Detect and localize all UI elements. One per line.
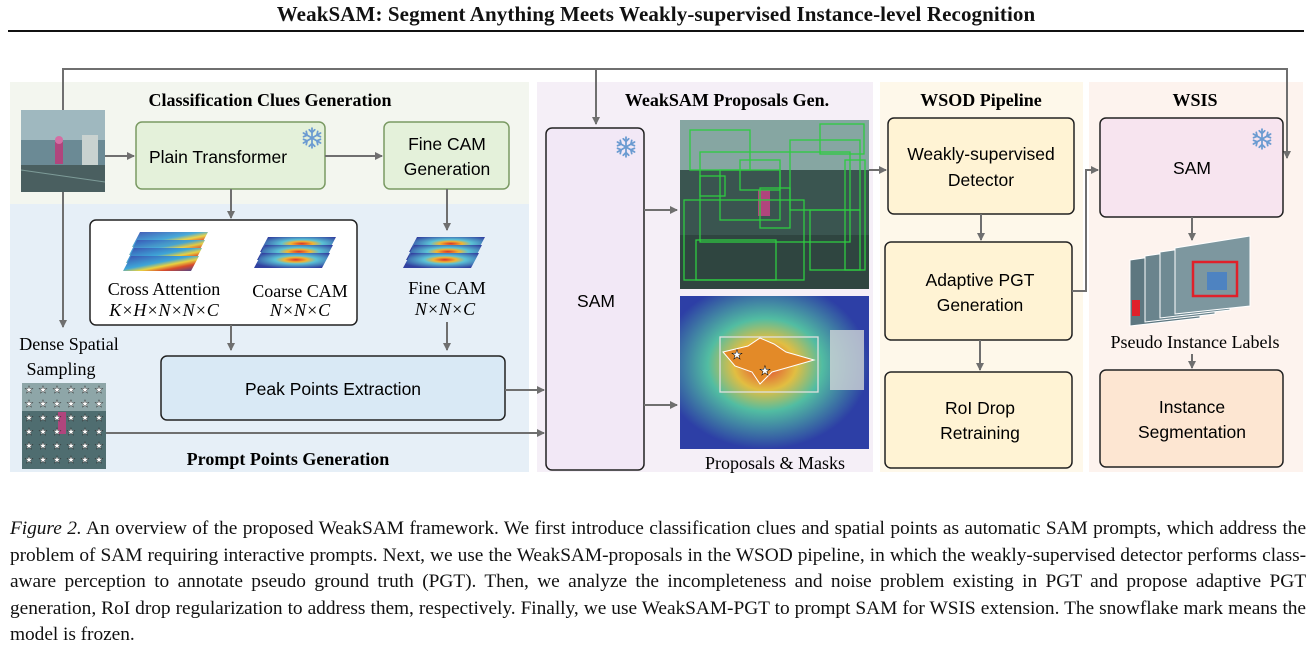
svg-text:Pseudo Instance Labels: Pseudo Instance Labels bbox=[1111, 332, 1280, 352]
proposals-image bbox=[680, 120, 869, 289]
dense-sampling-image: ★ ★ ★ ★ ★ ★ ★ ★ ★ ★ ★ ★ ★ ★ ★ ★ ★ ★ ★ ★ ★ ★ ★ ★ ★ ★ ★ ★ ★ ★ ★ ★ ★ ★ ★ ★ bbox=[22, 383, 106, 469]
sample-point-star: ★ bbox=[67, 441, 76, 452]
svg-text:★: ★ bbox=[759, 364, 771, 379]
fine-cam-heatmaps bbox=[403, 237, 485, 268]
sample-point-star: ★ bbox=[39, 441, 48, 452]
svg-text:Adaptive PGT: Adaptive PGT bbox=[926, 270, 1035, 290]
caption-text: An overview of the proposed WeakSAM fram… bbox=[10, 518, 1307, 646]
sample-point-star: ★ bbox=[25, 413, 34, 424]
sample-point-star: ★ bbox=[53, 455, 62, 466]
sample-point-star: ★ bbox=[25, 455, 34, 466]
section-title-prompt: Prompt Points Generation bbox=[187, 449, 390, 469]
sample-point-star: ★ bbox=[39, 455, 48, 466]
sample-point-star: ★ bbox=[81, 399, 90, 410]
weakly-supervised-detector-box bbox=[887, 117, 1075, 215]
adaptive-pgt-box bbox=[884, 241, 1073, 341]
sample-point-star: ★ bbox=[95, 427, 104, 438]
roi-drop-box bbox=[884, 371, 1073, 469]
sample-point-star: ★ bbox=[53, 413, 62, 424]
sample-point-star: ★ bbox=[67, 413, 76, 424]
svg-text:RoI Drop: RoI Drop bbox=[945, 398, 1015, 418]
sample-point-star: ★ bbox=[81, 385, 90, 396]
sample-point-star: ★ bbox=[39, 413, 48, 424]
masks-image: ★ ★ bbox=[680, 296, 869, 449]
sample-point-star: ★ bbox=[95, 413, 104, 424]
svg-text:Fine CAM: Fine CAM bbox=[408, 278, 486, 298]
sample-point-star: ★ bbox=[53, 399, 62, 410]
svg-text:Peak Points Extraction: Peak Points Extraction bbox=[245, 379, 421, 399]
sample-point-star: ★ bbox=[53, 427, 62, 438]
sample-point-star: ★ bbox=[25, 399, 34, 410]
svg-text:K×H×N×N×C: K×H×N×N×C bbox=[108, 300, 220, 320]
paper-title: WeakSAM: Segment Anything Meets Weakly-s… bbox=[276, 2, 1036, 26]
svg-text:Weakly-supervised: Weakly-supervised bbox=[907, 144, 1055, 164]
svg-text:Instance: Instance bbox=[1159, 397, 1225, 417]
svg-text:Detector: Detector bbox=[948, 170, 1014, 190]
svg-text:Generation: Generation bbox=[404, 159, 491, 179]
sample-point-star: ★ bbox=[67, 385, 76, 396]
sample-point-star: ★ bbox=[53, 385, 62, 396]
svg-text:Fine CAM: Fine CAM bbox=[408, 134, 486, 154]
sample-point-star: ★ bbox=[25, 441, 34, 452]
sample-point-star: ★ bbox=[39, 399, 48, 410]
sample-point-star: ★ bbox=[53, 441, 62, 452]
pseudo-labels-stack bbox=[1129, 235, 1251, 327]
sample-point-star: ★ bbox=[95, 455, 104, 466]
sample-point-star: ★ bbox=[25, 385, 34, 396]
sam-center-box bbox=[545, 127, 645, 471]
svg-text:Coarse CAM: Coarse CAM bbox=[252, 281, 348, 301]
svg-text:★: ★ bbox=[731, 348, 743, 363]
coarse-cam-heatmaps bbox=[254, 237, 336, 268]
caption-label: Figure 2. bbox=[10, 518, 82, 539]
section-title-wsod: WSOD Pipeline bbox=[920, 90, 1042, 110]
svg-text:N×N×C: N×N×C bbox=[414, 299, 476, 319]
figure-caption: Figure 2. An overview of the proposed We… bbox=[10, 516, 1306, 649]
svg-text:Generation: Generation bbox=[937, 295, 1024, 315]
peak-points-box bbox=[160, 355, 506, 421]
section-title-wsis: WSIS bbox=[1172, 90, 1217, 110]
svg-text:N×N×C: N×N×C bbox=[269, 300, 331, 320]
cross-attention-heatmaps bbox=[123, 232, 208, 271]
sample-point-star: ★ bbox=[95, 399, 104, 410]
sample-point-star: ★ bbox=[39, 427, 48, 438]
sample-point-star: ★ bbox=[67, 455, 76, 466]
sample-point-star: ★ bbox=[81, 427, 90, 438]
instance-segmentation-box bbox=[1099, 369, 1284, 468]
section-title-proposals: WeakSAM Proposals Gen. bbox=[625, 90, 829, 110]
title-rule bbox=[8, 30, 1304, 32]
svg-text:Plain Transformer: Plain Transformer bbox=[149, 147, 287, 167]
svg-text:Sampling: Sampling bbox=[26, 359, 95, 379]
svg-text:Proposals & Masks: Proposals & Masks bbox=[705, 453, 845, 473]
framework-figure: Classification Clues Generation Prompt P… bbox=[10, 68, 1303, 473]
svg-text:SAM: SAM bbox=[577, 291, 615, 311]
section-title-classification: Classification Clues Generation bbox=[149, 90, 392, 110]
sample-point-star: ★ bbox=[39, 385, 48, 396]
svg-text:Retraining: Retraining bbox=[940, 423, 1020, 443]
sample-point-star: ★ bbox=[81, 441, 90, 452]
sample-point-star: ★ bbox=[81, 455, 90, 466]
svg-text:Segmentation: Segmentation bbox=[1138, 422, 1246, 442]
input-image bbox=[20, 110, 106, 192]
sample-point-star: ★ bbox=[67, 427, 76, 438]
sample-point-star: ★ bbox=[95, 441, 104, 452]
svg-text:SAM: SAM bbox=[1173, 158, 1211, 178]
svg-text:Dense Spatial: Dense Spatial bbox=[19, 334, 118, 354]
sample-point-star: ★ bbox=[81, 413, 90, 424]
sample-point-star: ★ bbox=[25, 427, 34, 438]
svg-text:Cross Attention: Cross Attention bbox=[108, 279, 221, 299]
sample-point-star: ★ bbox=[67, 399, 76, 410]
top-flow-line bbox=[62, 68, 1291, 159]
sample-point-star: ★ bbox=[95, 385, 104, 396]
